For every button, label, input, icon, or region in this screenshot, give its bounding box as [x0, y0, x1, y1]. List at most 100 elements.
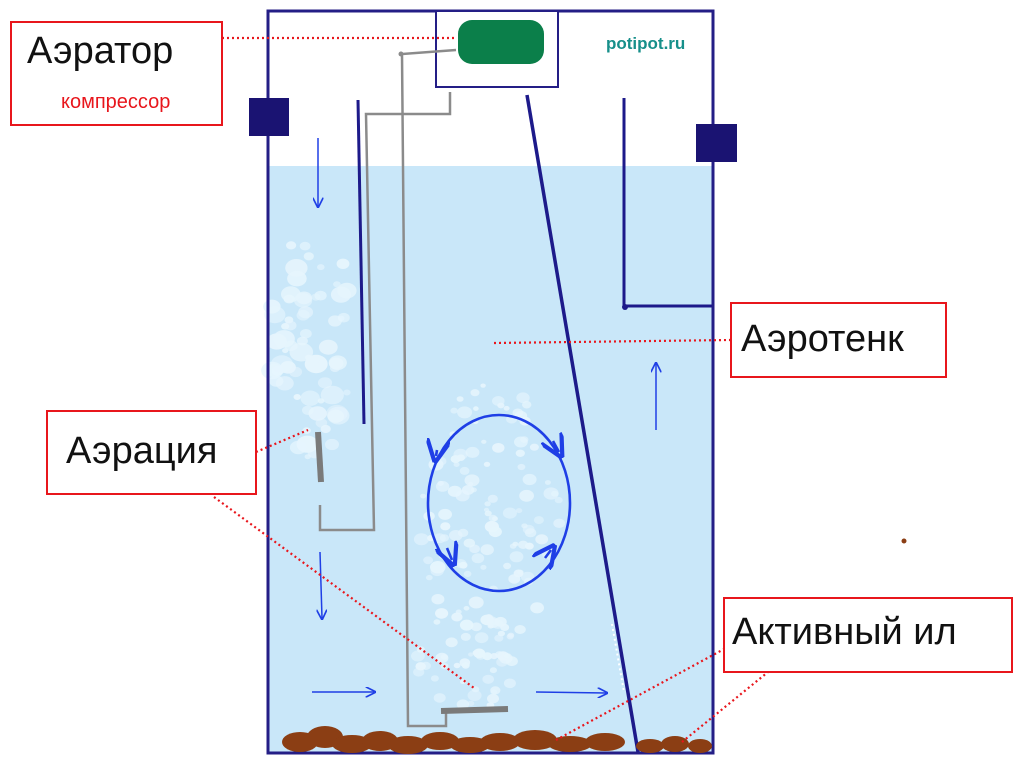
bubble	[284, 296, 292, 303]
bubble	[460, 632, 471, 641]
bubble	[472, 650, 479, 656]
bubble	[503, 562, 512, 570]
bubble	[325, 438, 339, 451]
bubble	[293, 394, 301, 400]
bubble	[480, 564, 487, 570]
leader-sludge-right	[681, 671, 769, 743]
left-partition	[356, 99, 366, 425]
bubble	[286, 241, 297, 250]
bubble	[320, 385, 344, 405]
bubble	[535, 534, 549, 545]
partition-perforation	[611, 623, 625, 693]
bubble	[551, 490, 559, 497]
bubble	[284, 320, 297, 331]
water-body	[269, 166, 712, 752]
bubble	[463, 570, 472, 578]
sludge-blob	[585, 733, 625, 751]
bubble	[289, 440, 307, 455]
arrow-icon	[535, 692, 606, 693]
bubble	[463, 606, 470, 611]
bubble	[480, 614, 494, 626]
bubble	[470, 622, 482, 632]
bubble	[512, 541, 519, 547]
aeration-label: Аэрация	[66, 430, 218, 472]
bubble	[468, 652, 474, 657]
bubble	[521, 523, 528, 529]
bubble	[492, 443, 505, 453]
bubble	[430, 565, 444, 577]
watermark: potipot.ru	[606, 34, 686, 53]
bubble	[468, 596, 484, 609]
left-fitting-icon	[249, 98, 289, 136]
bubble	[413, 533, 429, 546]
bubble	[317, 264, 325, 271]
bubble	[450, 407, 458, 414]
bubble	[333, 281, 341, 288]
bubble	[487, 693, 499, 704]
leader-sludge-left	[555, 647, 727, 741]
bubble	[435, 481, 450, 492]
right-fitting-icon	[696, 124, 737, 162]
aerator-label-box	[10, 21, 223, 126]
bubble	[455, 490, 470, 502]
pipe-joint	[398, 51, 404, 57]
bubble	[438, 508, 452, 520]
aeration-diffuser-left	[315, 431, 324, 483]
aerator-sublabel: компрессор	[61, 91, 171, 113]
bubble	[456, 396, 464, 402]
sludge-blob	[480, 733, 520, 751]
bubble	[449, 530, 463, 541]
bubble	[303, 252, 314, 261]
bubble	[312, 357, 320, 364]
bubble	[504, 653, 511, 659]
bubble	[473, 406, 479, 411]
bubble	[471, 553, 485, 564]
active-sludge-layer	[282, 726, 712, 754]
bubble	[533, 516, 544, 525]
bubble	[337, 312, 350, 323]
bubble	[515, 449, 525, 457]
bubble	[488, 526, 502, 538]
sludge-blob	[636, 739, 664, 753]
leader-lines	[213, 36, 769, 743]
bubble	[481, 439, 487, 444]
bubble	[502, 507, 517, 519]
bubble	[317, 398, 325, 404]
bubble	[431, 594, 445, 605]
bubble	[329, 357, 344, 370]
bubble	[263, 299, 281, 314]
bubble	[435, 608, 449, 619]
sludge-blob	[548, 736, 592, 752]
partition-joint	[622, 304, 628, 310]
bubble	[289, 366, 303, 378]
bubble	[483, 461, 491, 467]
bubble	[451, 612, 463, 622]
bubble	[482, 652, 493, 661]
bubble	[453, 462, 460, 467]
bubble	[516, 392, 530, 404]
flow-arrows	[312, 138, 656, 693]
bubble	[440, 522, 451, 531]
bubble	[514, 436, 528, 448]
bubble	[294, 293, 313, 308]
bubble	[506, 633, 514, 640]
bubble	[327, 409, 345, 423]
bubble	[494, 634, 504, 642]
bubble	[433, 693, 446, 703]
bubble	[553, 518, 566, 528]
sloped-partition	[525, 94, 640, 753]
bubble	[314, 290, 327, 301]
sludge-blob	[688, 739, 712, 753]
bubble	[467, 700, 475, 707]
bubble	[518, 540, 529, 549]
bubble	[284, 340, 298, 352]
bubble	[487, 494, 498, 503]
air-pipe-main	[400, 48, 457, 728]
bubble	[300, 329, 312, 339]
bubble	[474, 632, 489, 644]
air-pipe-left	[318, 92, 452, 532]
bubble	[470, 389, 480, 397]
bubble	[465, 446, 480, 458]
bubble	[468, 481, 474, 486]
